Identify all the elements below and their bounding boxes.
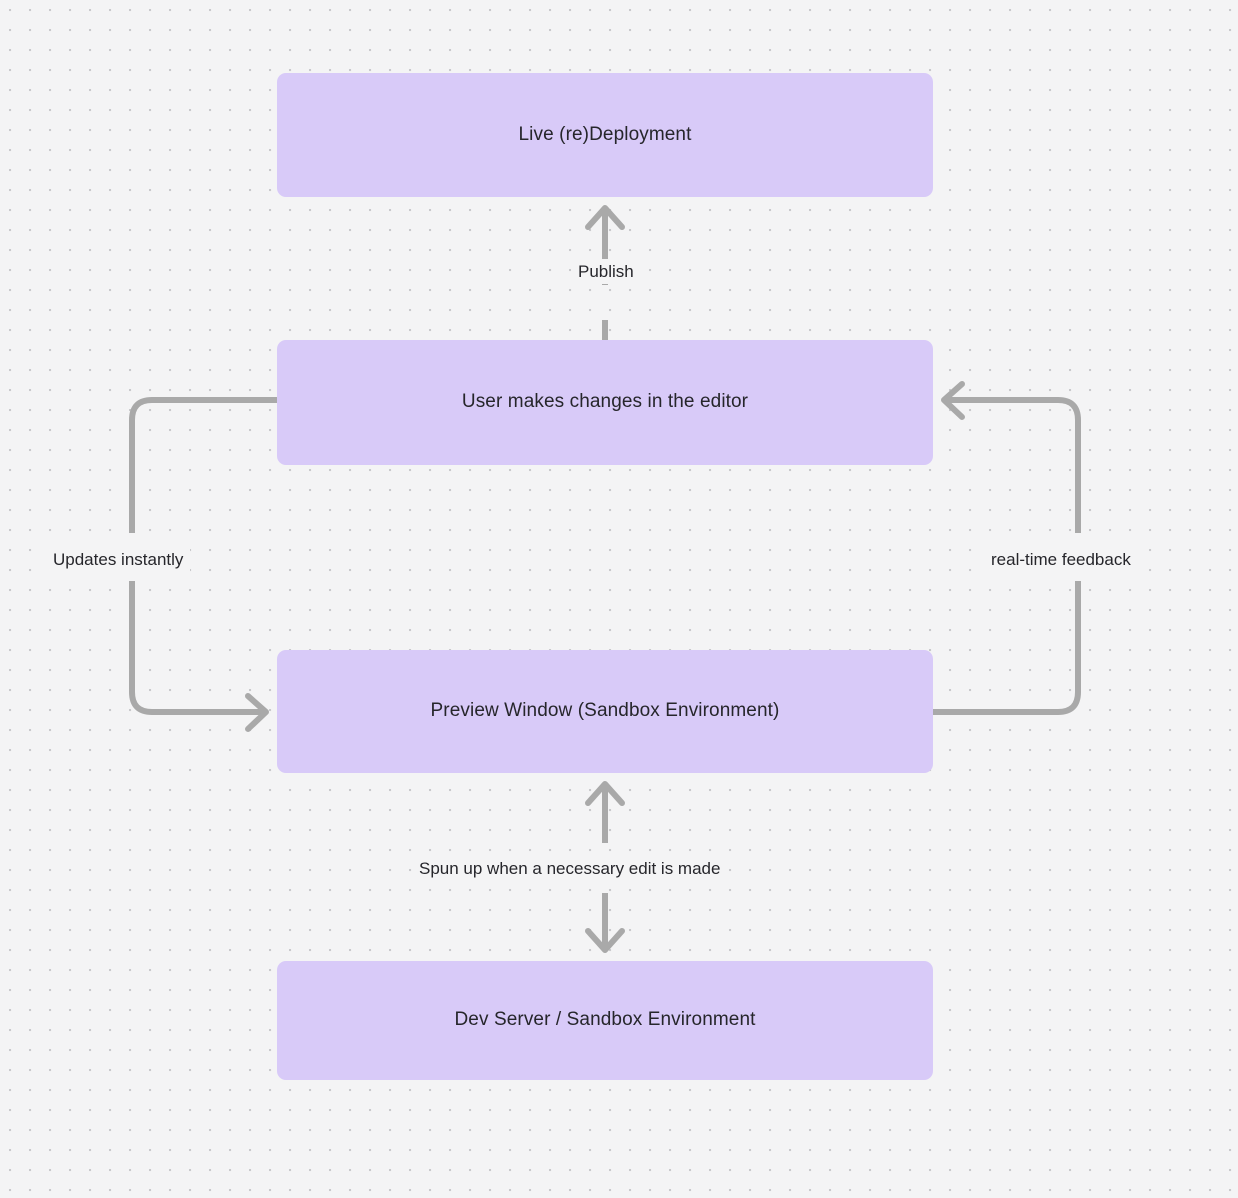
node-preview-window-label: Preview Window (Sandbox Environment) — [430, 700, 780, 722]
node-user-changes[interactable]: User makes changes in the editor — [277, 340, 933, 465]
edge-label-updates-instantly[interactable]: Updates instantly — [46, 547, 191, 573]
edge-label-publish[interactable]: Publish — [571, 259, 641, 285]
node-live-deployment-label: Live (re)Deployment — [518, 123, 692, 145]
node-dev-server-label: Dev Server / Sandbox Environment — [454, 1009, 756, 1031]
edge-label-real-time-feedback[interactable]: real-time feedback — [984, 547, 1138, 573]
node-preview-window[interactable]: Preview Window (Sandbox Environment) — [277, 650, 933, 773]
node-user-changes-label: User makes changes in the editor — [461, 391, 749, 413]
edge-label-spun-up[interactable]: Spun up when a necessary edit is made — [412, 856, 728, 882]
node-dev-server[interactable]: Dev Server / Sandbox Environment — [277, 961, 933, 1080]
node-live-deployment[interactable]: Live (re)Deployment — [277, 73, 933, 197]
